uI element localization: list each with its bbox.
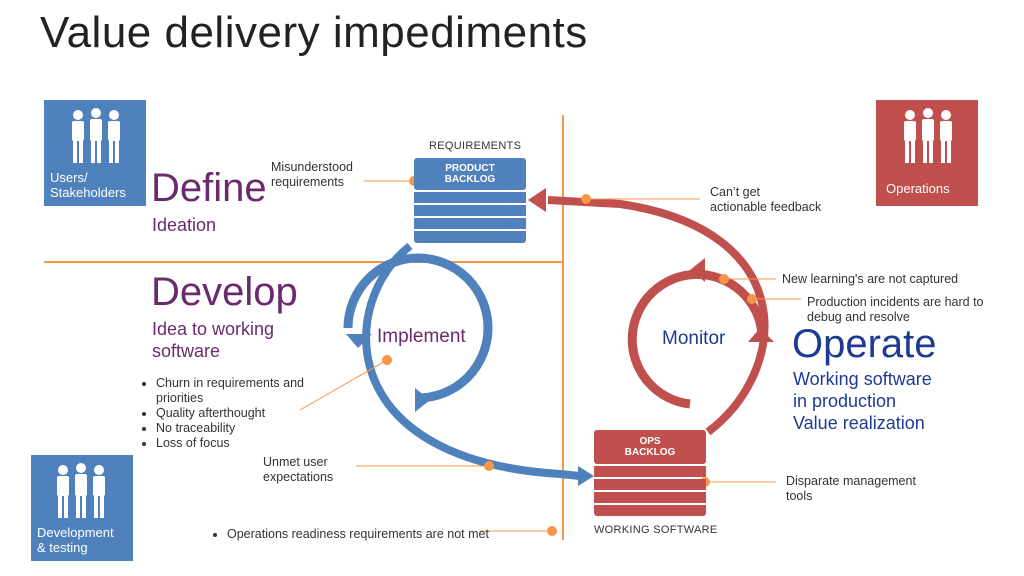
develop-heading: Develop bbox=[151, 270, 298, 314]
callout-production-incidents: Production incidents are hard to debug a… bbox=[807, 295, 984, 324]
ops-backlog-title: OPS BACKLOG bbox=[624, 436, 676, 458]
monitor-arrow-top bbox=[690, 258, 705, 282]
callout-actionable-feedback: Can’t get actionable feedback bbox=[710, 185, 822, 214]
develop-impediments-list: Churn in requirements and priorities Qua… bbox=[141, 376, 326, 451]
callout-dot bbox=[719, 274, 729, 284]
flow-to-product-arrowhead bbox=[528, 188, 546, 212]
list-item: Loss of focus bbox=[156, 436, 326, 451]
implement-label: Implement bbox=[377, 326, 466, 347]
monitor-label: Monitor bbox=[662, 328, 726, 349]
users-stakeholders-tile: Users/ Stakeholders bbox=[44, 100, 146, 206]
monitor-cycle-arc bbox=[627, 269, 767, 409]
flow-to-ops bbox=[362, 242, 581, 480]
flow-to-ops-arrowhead bbox=[578, 466, 594, 486]
define-subheading: Ideation bbox=[152, 215, 217, 235]
list-item: No traceability bbox=[156, 421, 326, 436]
flow-to-product bbox=[547, 196, 769, 436]
callout-dot bbox=[581, 194, 591, 204]
people-icon bbox=[57, 463, 105, 518]
callout-unmet-expectations: Unmet user expectations bbox=[263, 455, 334, 484]
people-icon bbox=[72, 108, 120, 163]
callout-dot bbox=[382, 355, 392, 365]
define-heading: Define bbox=[151, 166, 267, 210]
callout-dot bbox=[747, 294, 757, 304]
operate-value-realization: Value realization bbox=[793, 413, 925, 433]
callout-dot bbox=[484, 461, 494, 471]
list-item: Churn in requirements and priorities bbox=[156, 376, 326, 406]
callout-dot bbox=[547, 526, 557, 536]
working-software-caption: WORKING SOFTWARE bbox=[594, 524, 718, 536]
develop-subheading: Idea to working software bbox=[152, 319, 275, 361]
list-item: Operations readiness requirements are no… bbox=[227, 527, 492, 542]
implement-cycle-arc bbox=[343, 253, 493, 403]
callout-new-learnings: New learning's are not captured bbox=[782, 272, 959, 286]
operate-heading: Operate bbox=[792, 322, 937, 366]
ops-readiness-list: Operations readiness requirements are no… bbox=[212, 527, 492, 542]
callout-management-tools: Disparate management tools bbox=[786, 474, 916, 503]
development-testing-tile: Development & testing bbox=[31, 455, 133, 561]
implement-arrow-right bbox=[415, 388, 430, 412]
ops-backlog: OPS BACKLOG bbox=[594, 430, 706, 516]
users-stakeholders-label: Users/ Stakeholders bbox=[50, 170, 126, 200]
operations-label: Operations bbox=[886, 181, 950, 196]
development-testing-label: Development & testing bbox=[37, 525, 114, 555]
people-icon bbox=[904, 108, 952, 163]
requirements-caption: REQUIREMENTS bbox=[429, 140, 522, 152]
product-backlog-title: PRODUCT BACKLOG bbox=[444, 163, 496, 185]
product-backlog: PRODUCT BACKLOG bbox=[414, 158, 526, 246]
page-title: Value delivery impediments bbox=[40, 8, 588, 57]
callout-misunderstood-requirements: Misunderstood requirements bbox=[271, 160, 353, 189]
operations-tile: Operations bbox=[876, 100, 978, 206]
operate-subheading: Working software in production bbox=[793, 369, 932, 411]
list-item: Quality afterthought bbox=[156, 406, 326, 421]
